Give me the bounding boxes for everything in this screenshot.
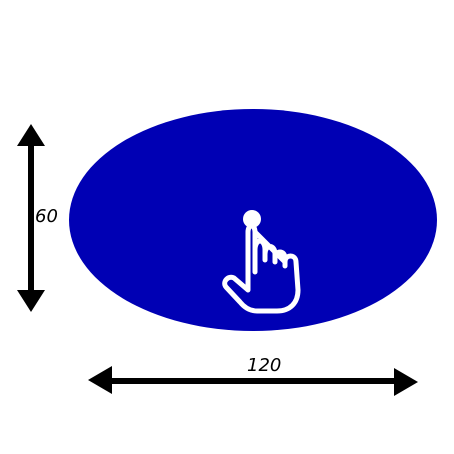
tap-hand-icon: [222, 210, 301, 314]
width-dimension-arrow: [88, 366, 418, 396]
height-dimension-arrow: [17, 124, 45, 312]
height-label: 60: [35, 206, 58, 227]
width-label: 120: [247, 355, 281, 376]
